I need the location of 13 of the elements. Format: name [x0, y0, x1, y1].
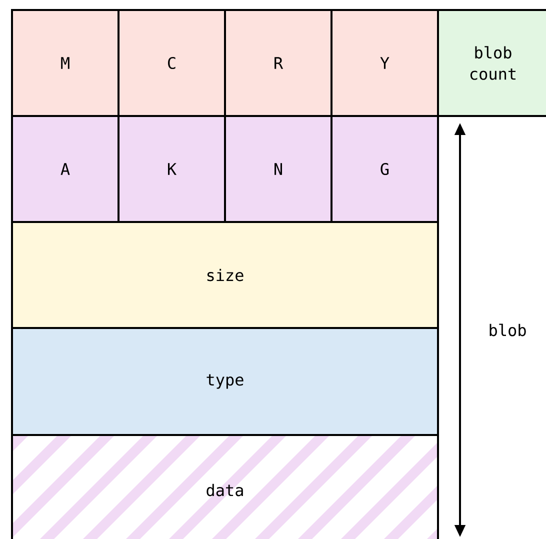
table-cell: N	[224, 115, 332, 223]
field-band: type	[11, 327, 439, 436]
table-cell: G	[330, 115, 439, 223]
table-cell: Y	[330, 9, 439, 117]
table-cell: blob count	[437, 9, 546, 117]
table-cell: A	[11, 115, 120, 223]
field-band: size	[11, 221, 439, 329]
dimension-label: blob	[490, 324, 526, 336]
hatched-band: data	[11, 434, 439, 539]
table-cell: C	[118, 9, 226, 117]
table-cell: K	[118, 115, 226, 223]
table-cell: M	[11, 9, 120, 117]
table-cell: R	[224, 9, 332, 117]
